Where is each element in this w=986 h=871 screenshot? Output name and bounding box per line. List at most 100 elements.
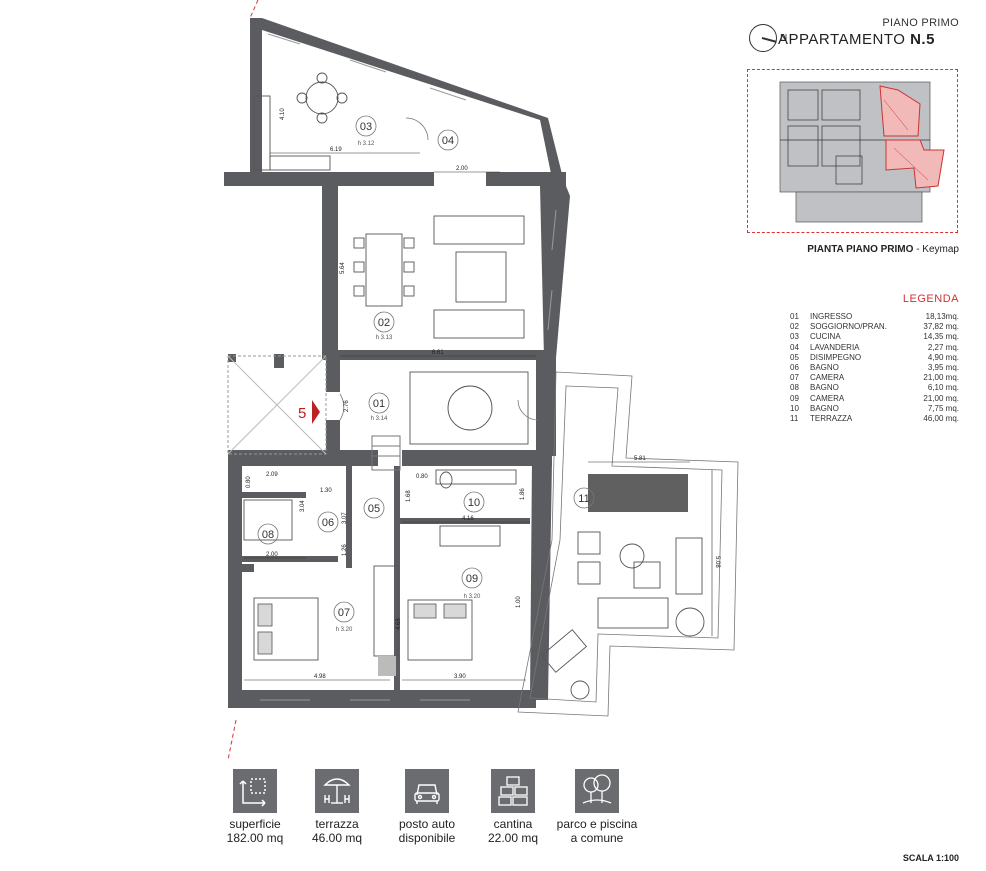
legend-row: 10 BAGNO 7,75 mq.	[790, 404, 959, 414]
legend-n: 01	[790, 312, 799, 321]
legend-n: 04	[790, 342, 799, 352]
svg-text:1.68: 1.68	[406, 490, 412, 502]
room-07-height: h 3.20	[336, 627, 353, 633]
svg-text:3.90: 3.90	[454, 674, 466, 680]
legend-title: LEGENDA	[902, 293, 959, 305]
legend-area: 18,13mq.	[925, 312, 959, 321]
legend-row: 07 CAMERA 21,00 mq.	[790, 373, 959, 383]
windows	[260, 33, 557, 701]
svg-text:4.68: 4.68	[396, 618, 402, 630]
legend-area: 21,00 mq.	[923, 373, 959, 383]
area-icon	[233, 769, 277, 813]
legend-row: 02 SOGGIORNO/PRAN. 37,82 mq.	[790, 322, 959, 332]
legend-n: 02	[790, 322, 799, 332]
svg-text:4.16: 4.16	[462, 516, 474, 522]
walls	[224, 18, 570, 708]
doors	[339, 117, 539, 421]
legend-n: 03	[790, 332, 799, 342]
legend-name: INGRESSO	[810, 312, 853, 321]
legend-name: CUCINA	[810, 332, 841, 342]
svg-text:2.76: 2.76	[344, 400, 350, 412]
legend-name: CAMERA	[810, 373, 845, 383]
svg-text:4.10: 4.10	[280, 108, 286, 120]
legend-area: 21,00 mq.	[923, 393, 959, 403]
legend-area: 2,27 mq.	[927, 342, 959, 352]
legend-area: 14,35 mq.	[923, 332, 959, 342]
svg-text:1.86: 1.86	[520, 488, 526, 500]
svg-text:2.00: 2.00	[456, 166, 468, 172]
svg-text:2.09: 2.09	[266, 472, 278, 478]
svg-text:4.98: 4.98	[314, 674, 326, 680]
room-06-number: 06	[322, 517, 334, 529]
svg-text:1.30: 1.30	[320, 488, 332, 494]
room-02-number: 02	[378, 317, 390, 329]
scale-label: SCALA 1:100	[902, 853, 959, 863]
legend-n: 06	[790, 363, 799, 373]
legend-name: TERRAZZA	[810, 414, 853, 424]
entrance-arrow-icon	[312, 400, 320, 424]
room-02-height: h 3.13	[376, 335, 393, 341]
room-05-number: 05	[368, 503, 380, 515]
legend-name: BAGNO	[810, 383, 839, 393]
apartment-title: APPARTAMENTO N.5	[778, 31, 935, 48]
room-04-number: 04	[442, 135, 454, 147]
legend-area: 6,10 mq.	[927, 383, 959, 393]
legend-name: LAVANDERIA	[810, 342, 860, 352]
apartment-number: N.5	[910, 31, 935, 48]
legend-row: 04 LAVANDERIA 2,27 mq.	[790, 343, 959, 353]
apartment-label: APPARTAMENTO	[778, 31, 906, 48]
room-08-number: 08	[262, 529, 274, 541]
svg-text:6.19: 6.19	[330, 147, 342, 153]
legend-area: 7,75 mq.	[927, 403, 959, 413]
legend-row: 06 BAGNO 3,95 mq.	[790, 363, 959, 373]
legend-row: 11 TERRAZZA 46,00 mq.	[790, 414, 959, 424]
legend-name: BAGNO	[810, 363, 839, 373]
section-line-top	[249, 0, 259, 19]
entrance-number: 5	[298, 405, 306, 422]
svg-text:3.07: 3.07	[342, 512, 348, 524]
legend-name: BAGNO	[810, 403, 839, 413]
legend-n: 07	[790, 373, 799, 383]
furniture	[243, 72, 705, 700]
legend-name: SOGGIORNO/PRAN.	[810, 322, 887, 332]
svg-text:5.81: 5.81	[634, 456, 646, 462]
room-10-number: 10	[468, 497, 480, 509]
room-03-height: h 3.12	[358, 141, 375, 147]
cellar-boxes-icon	[491, 769, 535, 813]
room-01-height: h 3.14	[371, 416, 388, 422]
legend-row: 03 CUCINA 14,35 mq.	[790, 332, 959, 342]
car-icon	[405, 769, 449, 813]
room-11-number: 11	[578, 493, 589, 505]
floor-plan: 03 h 3.12 04 02 h 3.13 01 h 3.14 05 06 0…	[224, 0, 739, 760]
compass-letter: N	[780, 33, 788, 44]
svg-text:2.00: 2.00	[266, 552, 278, 558]
svg-text:5.08: 5.08	[714, 556, 720, 568]
room-03-number: 03	[360, 121, 372, 133]
legend-area: 46,00 mq.	[923, 414, 959, 424]
legend-n: 11	[790, 414, 799, 424]
legend-area: 3,95 mq.	[927, 363, 959, 373]
legend-area: 37,82 mq.	[923, 322, 959, 332]
entrance-marker[interactable]: 5	[298, 400, 320, 424]
park-trees-icon	[575, 769, 619, 813]
terrace-outline	[517, 371, 739, 717]
svg-text:5.64: 5.64	[340, 262, 346, 274]
svg-text:3.04: 3.04	[300, 500, 306, 512]
svg-text:0.80: 0.80	[416, 474, 428, 480]
legend-name: CAMERA	[810, 393, 845, 403]
legend-n: 05	[790, 352, 799, 362]
section-line-bottom	[227, 719, 237, 760]
legend-table: 01 INGRESSO 18,13mq. 02 SOGGIORNO/PRAN. 37,82…	[790, 312, 959, 424]
room-07-number: 07	[338, 607, 350, 619]
legend-area: 4,90 mq.	[927, 352, 959, 362]
svg-text:0.80: 0.80	[246, 476, 252, 488]
legend-n: 10	[790, 403, 799, 413]
